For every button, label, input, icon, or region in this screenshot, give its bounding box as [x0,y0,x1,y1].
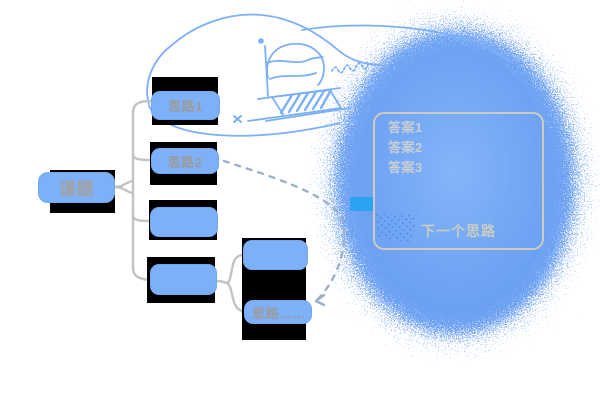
tree-connectors [113,99,247,314]
node-root-label: 课题 [59,180,94,199]
node-branch-3[interactable] [149,200,219,240]
node-subbranch-group: 思路…… [242,238,314,340]
answer-item-3: 答案3 [388,160,423,175]
answer-item-2: 答案2 [388,140,423,155]
node-branch-4-box[interactable] [150,264,217,295]
highlight-swatch [350,197,374,211]
halftone-scribble [374,213,417,243]
node-branch-1-label: 思路1 [168,99,203,114]
answer-panel: 答案1 答案2 答案3 下一个思路 [373,112,544,250]
node-branch-2-label: 思路2 [167,154,203,170]
answer-list: 答案1 答案2 答案3 [388,118,423,178]
node-branch-4[interactable] [147,257,218,303]
node-branch-1[interactable]: 思路1 [151,77,220,125]
node-branch-2-box[interactable]: 思路2 [151,148,219,174]
node-root[interactable]: 课题 [38,170,116,213]
answer-item-1: 答案1 [388,120,423,135]
sketch-doodle [146,13,511,137]
node-branch-1-box[interactable]: 思路1 [151,91,220,120]
node-root-box[interactable]: 课题 [38,172,115,203]
node-subbranch-2-box[interactable]: 思路…… [244,300,312,324]
node-subbranch-1-box[interactable] [243,240,308,270]
node-subbranch-2-label: 思路…… [252,305,307,321]
node-branch-2[interactable]: 思路2 [150,142,220,185]
next-idea-label: 下一个思路 [421,223,496,239]
dashed-arrow-trail [222,159,346,307]
node-branch-3-box[interactable] [150,207,218,237]
